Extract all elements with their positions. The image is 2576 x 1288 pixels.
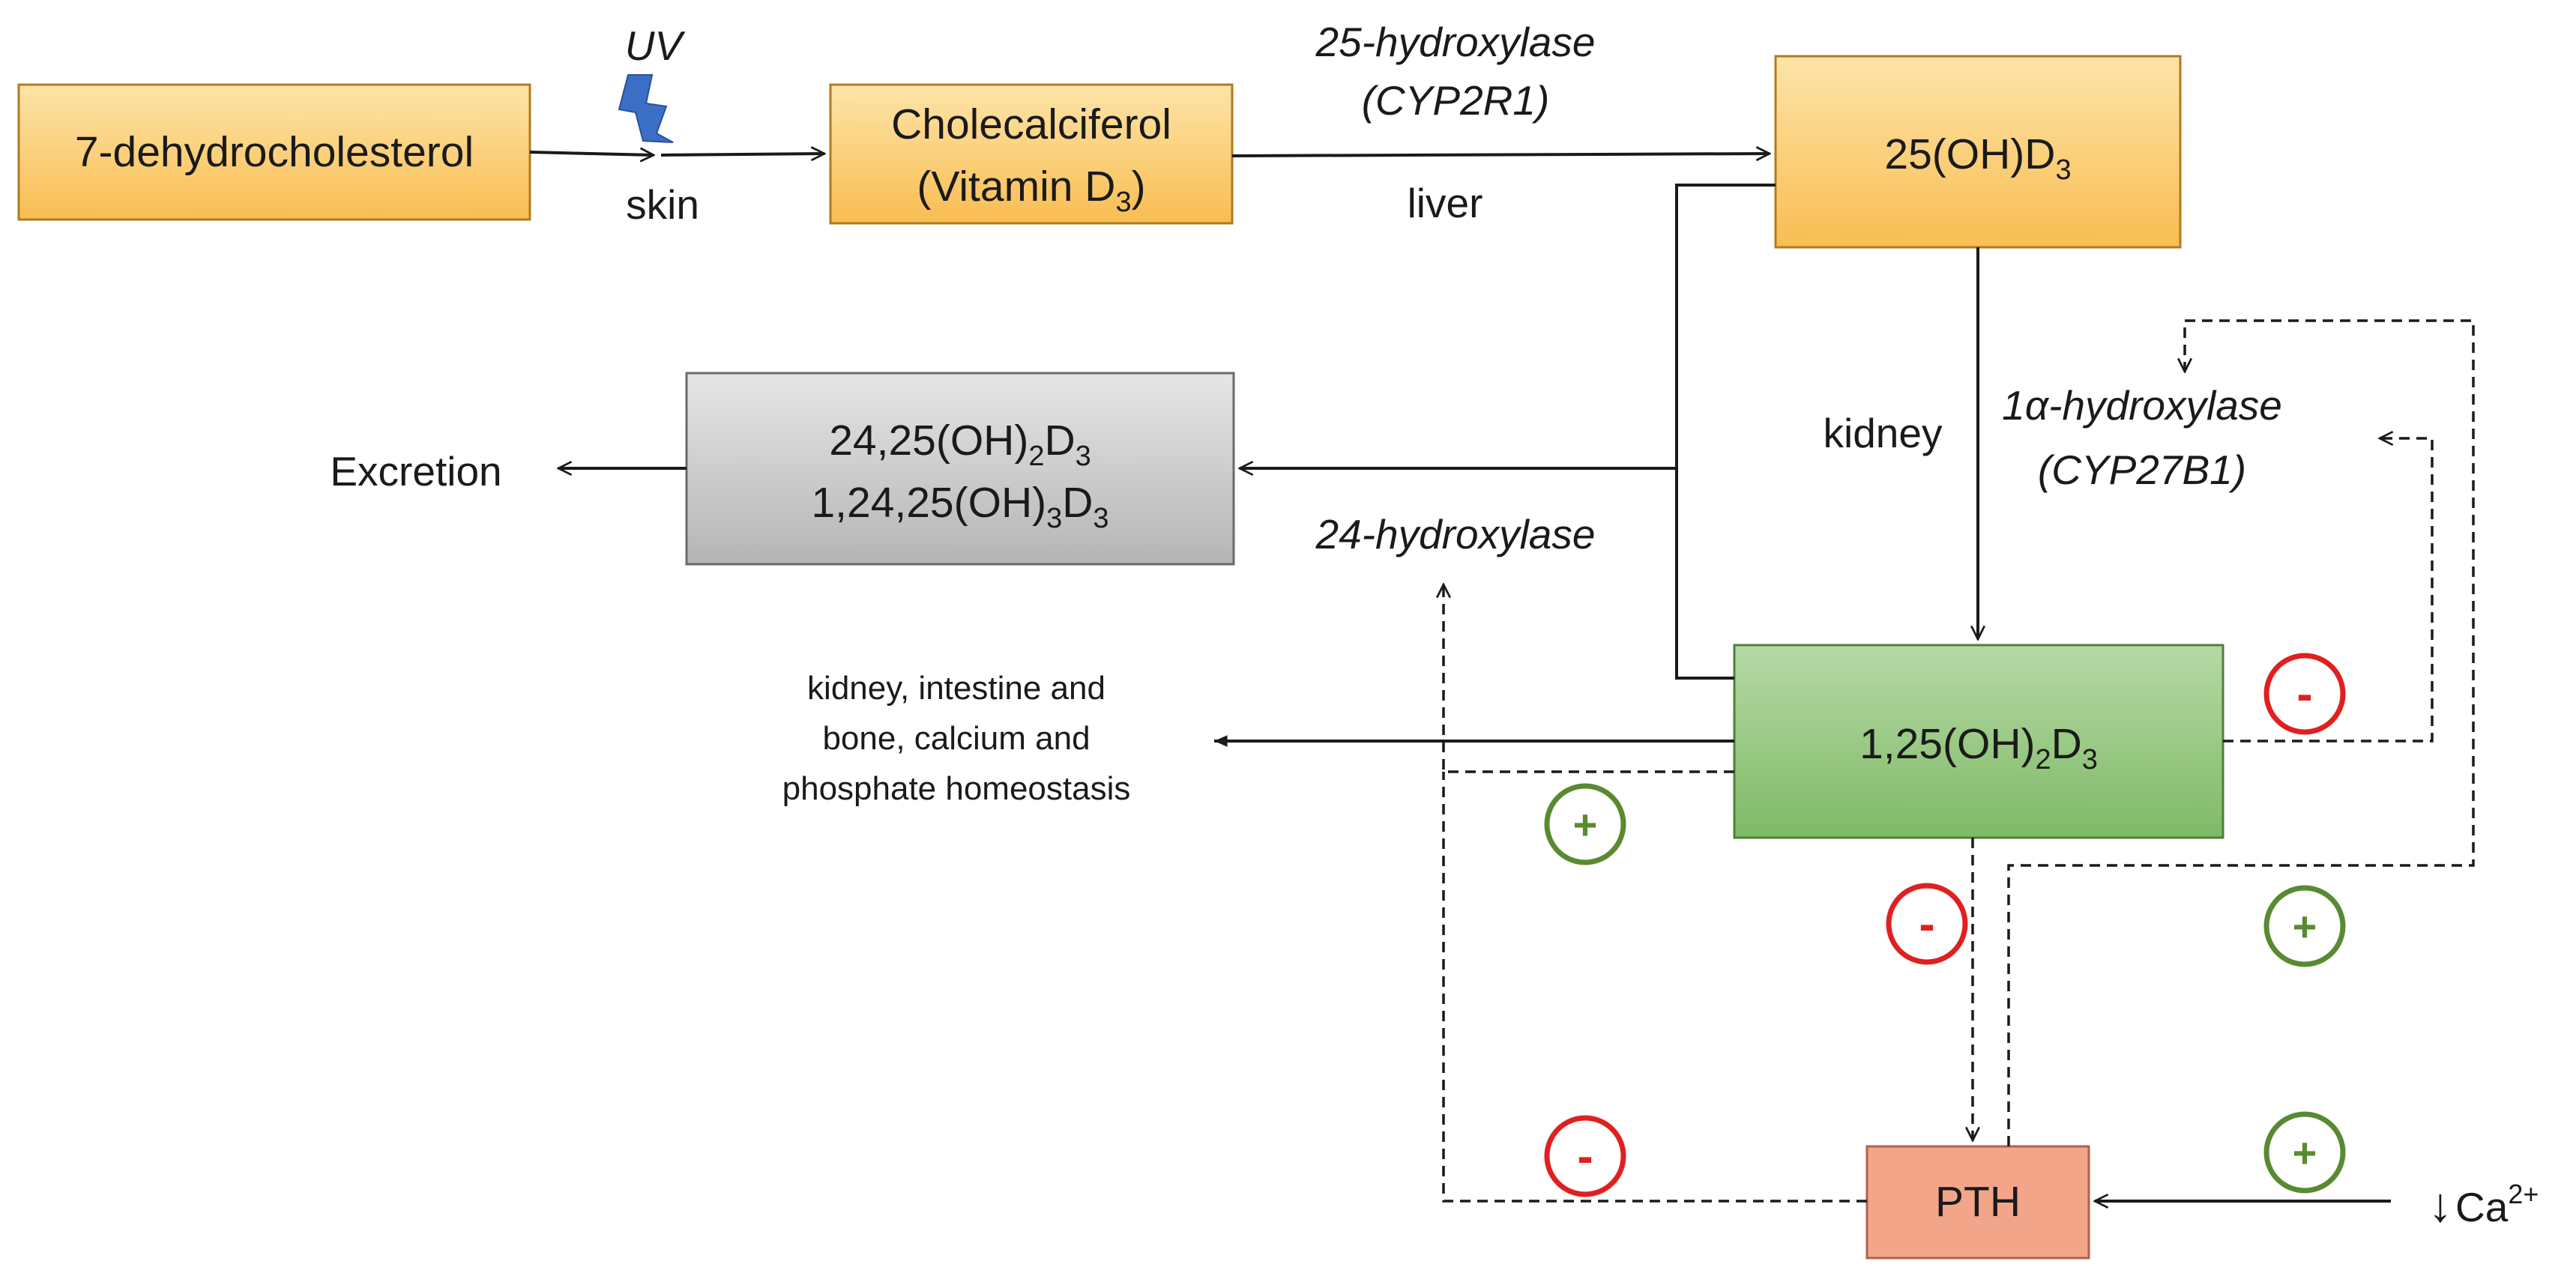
arrow-skin-to-cholecalciferol [660,154,824,155]
effects-line2: bone, calcium and [822,720,1090,757]
svg-text:+: + [1573,801,1598,848]
plus-sign-pth-1a: + [2263,885,2346,967]
excretion-label: Excretion [330,448,501,495]
calcitriol-stimulates-24-hydroxylase [1444,584,1734,773]
node-1-25-oh2-d3: 1,25(OH)2D3 [1733,644,2224,839]
inactive-metabolite-2: 1,24,25(OH)3D3 [811,479,1108,534]
plus-sign-calcitriol-24: + [1544,783,1626,865]
svg-text:+: + [2293,903,2317,950]
calcitriol-label: 1,25(OH)2D3 [1859,720,2098,775]
minus-sign-calcitriol-pth: - [1886,883,1968,965]
effects-line1: kidney, intestine and [807,670,1105,707]
cholecalciferol-line1: Cholecalciferol [891,100,1171,148]
minus-sign-pth-24: - [1544,1115,1626,1197]
kidney-label: kidney [1824,410,1943,456]
enzyme-25-hydroxylase: 25-hydroxylase [1315,19,1596,65]
node-25-oh-d3: 25(OH)D3 [1774,55,2182,249]
uv-lightning-icon [618,74,674,143]
svg-text:+: + [2293,1129,2317,1176]
pth-inhibits-24-hydroxylase [1442,772,1867,1203]
calcitriol-inhibits-1a-hydroxylase [2223,438,2434,743]
enzyme-24-hydroxylase: 24-hydroxylase [1315,511,1596,557]
enzyme-cyp27b1: (CYP27B1) [2038,447,2246,493]
svg-text:-: - [1919,897,1934,951]
node-7-dehydrocholesterol: 7-dehydrocholesterol [17,83,531,221]
effects-line3: phosphate homeostasis [782,770,1131,807]
dashed-regulation-arrows [1442,319,2475,1203]
svg-text:-: - [2296,667,2312,721]
pth-stimulates-1a-hydroxylase [2007,319,2475,1146]
enzyme-cyp2r1: (CYP2R1) [1362,77,1550,124]
calcidiol-label: 25(OH)D3 [1884,130,2071,186]
arrow-cholecalciferol-to-25ohd3 [1231,154,1770,156]
node-7-dehydrocholesterol-label: 7-dehydrocholesterol [75,128,474,176]
node-inactive-metabolites: 24,25(OH)2D3 1,24,25(OH)3D3 [685,372,1235,566]
minus-sign-calcitriol-1a: - [2263,653,2346,735]
node-pth: PTH [1865,1145,2090,1260]
arrow-precursor-to-skin [529,152,654,155]
svg-text:-: - [1577,1129,1593,1183]
low-calcium-label: ↓Ca2+ [2428,1178,2539,1232]
liver-label: liver [1408,180,1483,226]
line-24-hydroxylase-branch [1675,184,1776,680]
solid-arrows [529,152,2391,1201]
uv-label: UV [625,22,686,69]
plus-sign-calcium-pth: + [2263,1111,2346,1194]
skin-label: skin [626,181,699,228]
enzyme-1a-hydroxylase: 1α-hydroxylase [2002,382,2282,429]
node-cholecalciferol: Cholecalciferol (Vitamin D3) [829,83,1234,225]
pth-label: PTH [1935,1178,2021,1226]
inactive-metabolite-1: 24,25(OH)2D3 [829,417,1091,472]
cholecalciferol-line2: (Vitamin D3) [917,163,1145,218]
